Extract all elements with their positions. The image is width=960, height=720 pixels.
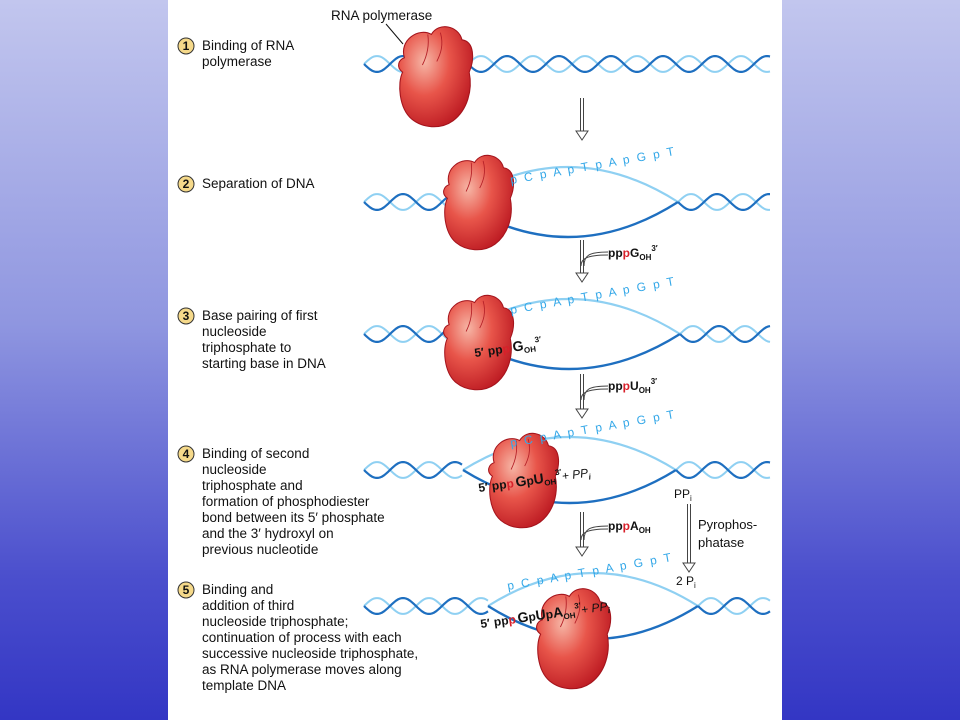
rna-chain-3: 5′pppGOH3′ (473, 335, 543, 362)
rna-polymerase-5 (536, 588, 612, 690)
step-number-badge (177, 445, 195, 463)
rna-chain-5: 5′pppGpUpAOH3′+ PPi (479, 597, 611, 633)
dna-helix-3a (363, 325, 459, 343)
step-number-badge (177, 581, 195, 599)
dna-helix-5a (363, 597, 489, 615)
template-sequence-3: p C p A p T p A p G p T (509, 274, 677, 317)
incoming-ppp-g: pppGOH3′ (608, 244, 658, 262)
step-text-line: Binding of RNA (202, 38, 294, 53)
step-3: 3 Base pairing of firstnucleosidetriphosp… (177, 307, 326, 371)
template-sequence-5: p C p A p T p A p G p T (506, 550, 674, 593)
pyrophosphatase-label: Pyrophos- phatase (698, 517, 761, 550)
dna-helix-3b (679, 325, 771, 343)
step-text-line: triphosphate and (202, 478, 303, 493)
rna-polymerase-2 (443, 154, 515, 251)
ppi-input-label: PPi (674, 487, 692, 503)
incoming-ppp-u: pppUOH3′ (608, 377, 657, 395)
step-number: 3 (183, 309, 190, 323)
step-text-line: template DNA (202, 678, 286, 693)
feed-arrow-g (580, 251, 609, 267)
step-number-badge (177, 307, 195, 325)
svg-text:p C p A p T p A p G p T: p C p A p T p A p G p T (506, 550, 674, 593)
rna-polymerase-3 (443, 294, 515, 391)
step-text-line: Binding and (202, 582, 273, 597)
step-text-line: starting base in DNA (202, 356, 326, 371)
step-text-line: successive nucleoside triphosphate, (202, 646, 418, 661)
step-text-line: as RNA polymerase moves along (202, 662, 402, 677)
polymerase-pointer (385, 23, 404, 45)
step-text-line: Binding of second (202, 446, 309, 461)
step-text-line: previous nucleotide (202, 542, 318, 557)
step-text-line: nucleoside (202, 324, 267, 339)
rna-polymerase-1 (398, 26, 474, 128)
step-text-line: bond between its 5′ phosphate (202, 510, 385, 525)
template-sequence-2: p C p A p T p A p G p T (509, 144, 677, 187)
arrow-step-1-2 (575, 98, 589, 141)
step-number: 4 (183, 447, 190, 461)
dna-helix-5b (697, 597, 771, 615)
step-text-line: nucleoside triphosphate; (202, 614, 348, 629)
step-number: 2 (183, 177, 190, 191)
step-text-line: polymerase (202, 54, 272, 69)
rna-chain-4: 5′pppGpUOH3′+ PPi (477, 463, 592, 497)
step-text-line: nucleoside (202, 462, 267, 477)
arrow-step-3-4 (575, 374, 589, 419)
step-number: 5 (183, 583, 190, 597)
step-text-line: addition of third (202, 598, 294, 613)
dna-helix-4a (363, 461, 463, 479)
step-text-line: Base pairing of first (202, 308, 318, 323)
transcription-diagram: RNA polymerase 1 Binding of RNApolymerase… (177, 8, 771, 693)
arrow-step-2-3 (575, 240, 589, 283)
arrow-pyrophosphatase (682, 504, 696, 573)
step-number-badge (177, 37, 195, 55)
svg-text:p C p A p T p A p G p T: p C p A p T p A p G p T (509, 144, 677, 187)
step-text-line: formation of phosphodiester (202, 494, 370, 509)
svg-text:p C p A p T p A p G p T: p C p A p T p A p G p T (509, 407, 677, 450)
step-text-line: and the 3′ hydroxyl on (202, 526, 334, 541)
pi-output-label: 2 Pi (676, 574, 696, 590)
dna-helix-4b (675, 461, 771, 479)
template-sequence-4: p C p A p T p A p G p T (509, 407, 677, 450)
feed-arrow-a (580, 525, 609, 541)
step-number-badge (177, 175, 195, 193)
step-4: 4 Binding of secondnucleosidetriphosphate… (177, 445, 385, 557)
feed-arrow-u (580, 385, 609, 401)
dna-artwork (363, 26, 771, 690)
step-text-line: continuation of process with each (202, 630, 402, 645)
step-2: 2 Separation of DNA (177, 175, 315, 193)
dna-helix-2a (363, 193, 459, 211)
step-number: 1 (183, 39, 190, 53)
rna-polymerase-4 (488, 432, 560, 529)
arrow-step-4-5 (575, 512, 589, 557)
step-text-line: triphosphate to (202, 340, 291, 355)
step-text-line: Separation of DNA (202, 176, 315, 191)
incoming-ppp-a: pppAOH (608, 519, 651, 535)
dna-helix-2b (677, 193, 770, 211)
svg-text:p C p A p T p A p G p T: p C p A p T p A p G p T (509, 274, 677, 317)
polymerase-label: RNA polymerase (331, 8, 432, 23)
